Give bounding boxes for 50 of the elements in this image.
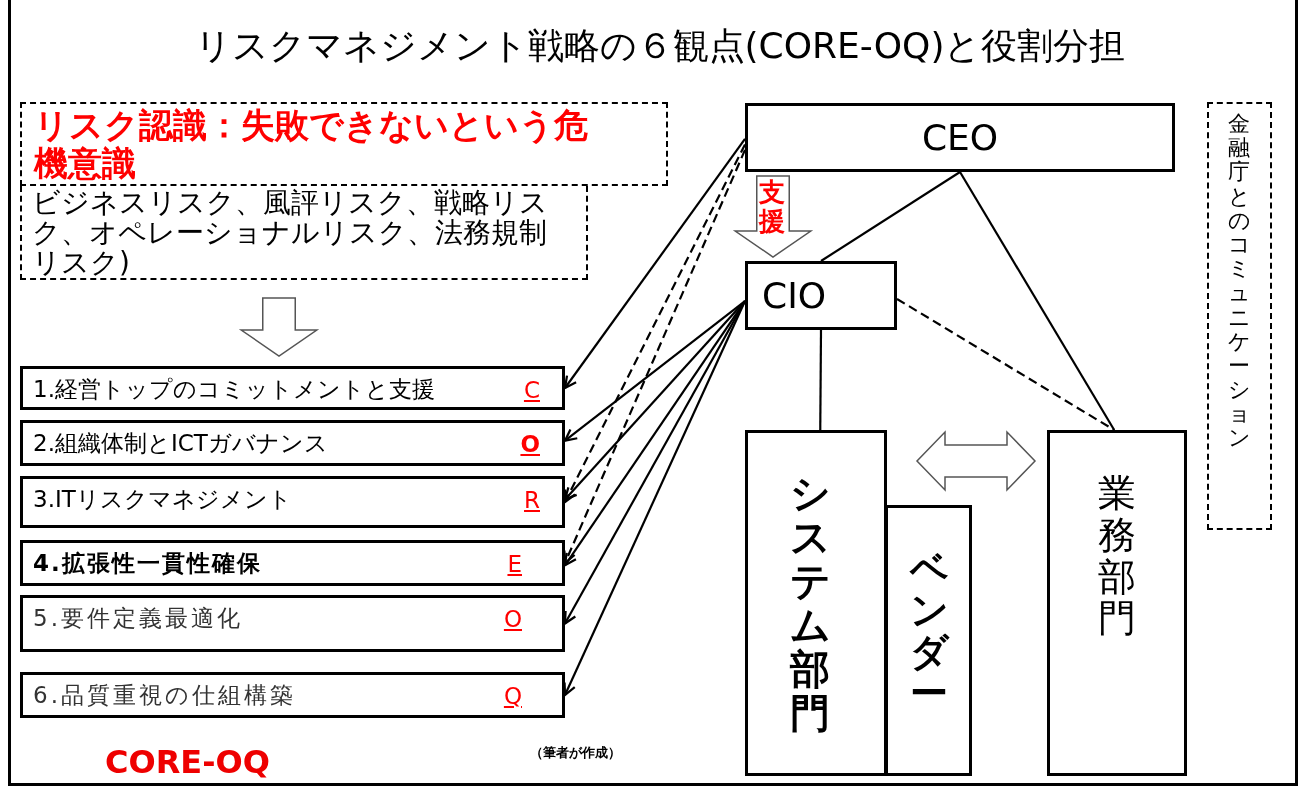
role-text: CIO bbox=[762, 276, 827, 316]
item-text: 2.組織体制とICTガバナンス bbox=[33, 429, 329, 458]
heading-box bbox=[20, 102, 668, 186]
edge-label: 支援 bbox=[759, 178, 785, 236]
connector-line bbox=[959, 171, 1116, 431]
role-text: CEO bbox=[920, 118, 1000, 158]
item-text: 1.経営トップのコミットメントと支援 bbox=[33, 375, 436, 404]
item-box bbox=[20, 540, 565, 586]
connector-line bbox=[896, 298, 1115, 431]
arrow bbox=[563, 300, 746, 625]
arrow bbox=[563, 300, 746, 501]
letter-mark: E bbox=[507, 550, 522, 579]
item-text: 4.拡張性一貫性確保 bbox=[33, 549, 263, 578]
heading-text: リスク認識：失敗できないという危機意識 bbox=[34, 106, 589, 182]
arrow bbox=[563, 143, 746, 504]
arrow bbox=[563, 300, 746, 442]
department-text: 業務部門 bbox=[1098, 473, 1136, 641]
item-text: 5.要件定義最適化 bbox=[33, 604, 244, 633]
note-text: 金融庁とのコミュニケーション bbox=[1228, 112, 1250, 451]
letter-mark: O bbox=[520, 430, 540, 459]
block-arrow bbox=[732, 175, 814, 258]
letter-mark: R bbox=[524, 486, 540, 515]
arrow bbox=[563, 138, 746, 390]
block-arrow bbox=[238, 297, 320, 357]
role-box bbox=[745, 261, 897, 330]
letter-mark: O bbox=[503, 605, 522, 634]
source-note: （筆者が作成） bbox=[530, 744, 621, 762]
item-box bbox=[20, 420, 565, 466]
risk-list-text: ビジネスリスク、風評リスク、戦略リスク、オペレーショナルリスク、法務規制リスク) bbox=[32, 188, 549, 278]
item-box bbox=[20, 595, 565, 652]
block-arrow bbox=[915, 430, 1037, 492]
department-box bbox=[885, 505, 972, 776]
letter-mark: Q bbox=[503, 682, 522, 711]
department-text: ベンダー bbox=[910, 548, 948, 716]
item-box bbox=[20, 672, 565, 718]
connector-line bbox=[819, 330, 823, 430]
connector-line bbox=[820, 171, 961, 262]
department-text: システム部門 bbox=[790, 471, 830, 735]
note-box bbox=[1207, 102, 1272, 530]
department-box bbox=[745, 430, 887, 776]
item-text: 6.品質重視の仕組構築 bbox=[33, 681, 297, 710]
item-text: 3.ITリスクマネジメント bbox=[33, 485, 293, 514]
department-box bbox=[1047, 430, 1187, 776]
item-box bbox=[20, 366, 565, 410]
arrow bbox=[563, 300, 746, 697]
role-box bbox=[745, 103, 1175, 172]
diagram-title: リスクマネジメント戦略の６観点(CORE-OQ)と役割分担 bbox=[193, 24, 1127, 68]
letter-mark: C bbox=[523, 376, 540, 405]
diagram-name: CORE-OQ bbox=[105, 742, 270, 783]
item-box bbox=[20, 476, 565, 528]
